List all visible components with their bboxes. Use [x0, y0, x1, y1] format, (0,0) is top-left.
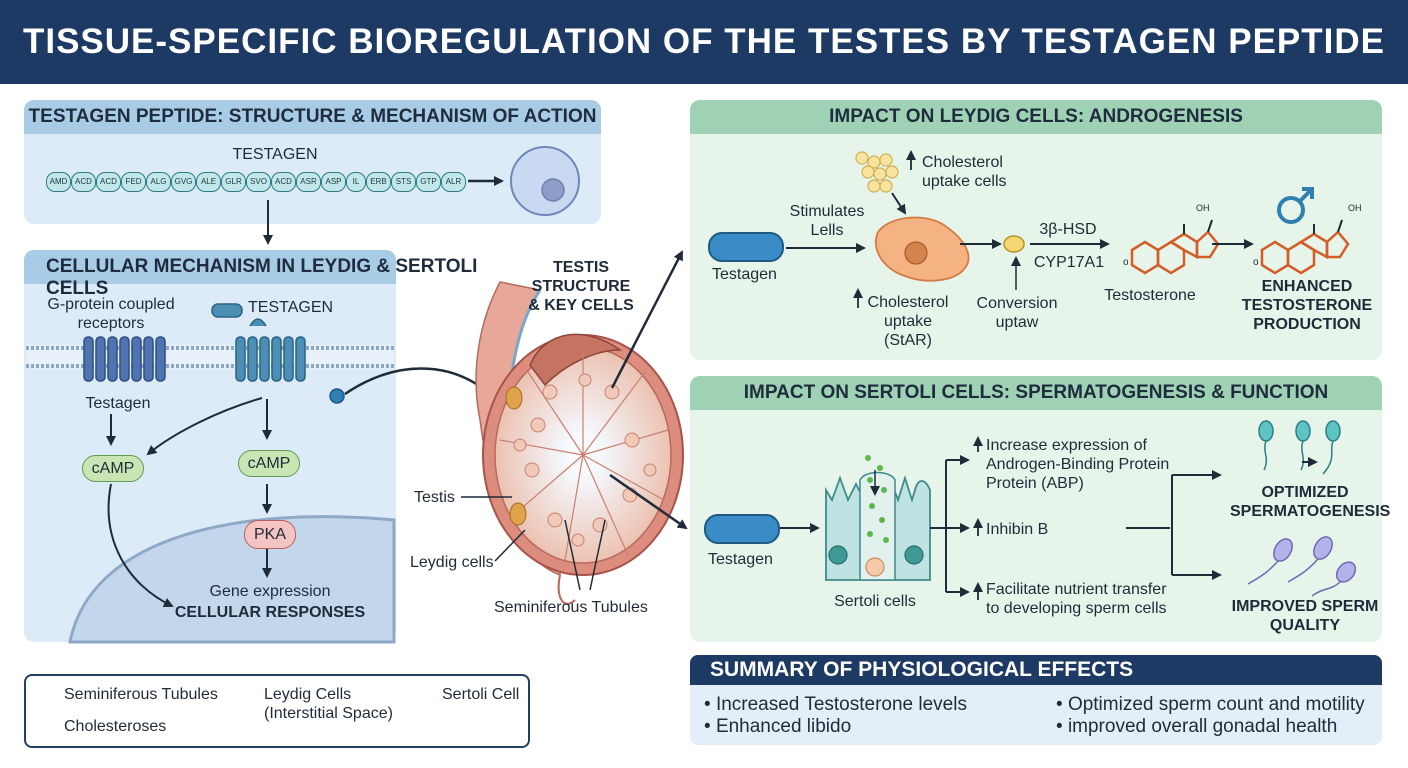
legend-leydig: Leydig Cells (Interstitial Space) — [264, 686, 393, 722]
testis-label: Testis — [414, 489, 455, 506]
summary-item: • improved overall gonadal health — [1056, 716, 1338, 737]
structure-panel-title: TESTAGEN PEPTIDE: STRUCTURE & MECHANISM … — [28, 106, 597, 127]
outcome-sperm-quality: IMPROVED SPERM QUALITY — [1231, 598, 1379, 634]
gpcr-receptor-left — [83, 336, 166, 382]
legend-cholesterol: Cholesteroses — [64, 718, 167, 735]
nucleus-region — [68, 515, 396, 644]
leydig-panel: IMPACT ON LEYDIG CELLS: ANDROGENESIS — [690, 100, 1382, 360]
pka-badge: PKA — [244, 520, 296, 549]
cholesterol-cluster-icon — [855, 151, 899, 193]
testosterone-molecule — [1130, 219, 1220, 275]
stimulates-label: Stimulates Lells — [789, 203, 865, 239]
camp-right: cAMP — [238, 450, 300, 477]
cholesterol-bottom-label: Cholesterol uptake (StAR) — [867, 294, 949, 349]
gpcr-label: G-protein coupled receptors — [47, 296, 175, 332]
leydig-panel-title: IMPACT ON LEYDIG CELLS: ANDROGENESIS — [829, 106, 1243, 127]
o-label-1: o — [1123, 257, 1129, 268]
amino-acid-bead: STS — [391, 172, 416, 192]
summary-panel: SUMMARY OF PHYSIOLOGICAL EFFECTS • Incre… — [690, 655, 1382, 745]
effect-abp: Increase expression of Androgen-Binding … — [986, 437, 1170, 492]
leydig-label: Leydig cells — [410, 554, 494, 571]
oh-label-1: OH — [1196, 203, 1210, 213]
amino-acid-bead: ERB — [366, 172, 391, 192]
male-symbol-icon — [1277, 187, 1314, 224]
testagen-capsule-leydig — [708, 232, 784, 262]
legend-sertoli: Sertoli Cell — [442, 686, 520, 703]
amino-acid-bead: GLR — [221, 172, 246, 192]
testis-title: TESTIS STRUCTURE & KEY CELLS — [528, 259, 634, 314]
cell-membrane — [26, 345, 394, 369]
amino-acid-bead: GVG — [171, 172, 196, 192]
summary-item-text: Optimized sperm count and motility — [1067, 694, 1365, 715]
amino-acid-bead: AMD — [46, 172, 71, 192]
target-cell-icon — [510, 146, 580, 216]
sertoli-cells-label: Sertoli cells — [834, 593, 916, 610]
cellular-panel-title: CELLULAR MECHANISM IN LEYDIG & SERTOLI C… — [46, 256, 478, 299]
summary-item-text: Enhanced libido — [715, 716, 852, 737]
amino-acid-bead: ALG — [146, 172, 171, 192]
page-title: TISSUE-SPECIFIC BIOREGULATION OF THE TES… — [22, 22, 1386, 61]
testagen-ligand — [211, 303, 243, 318]
amino-acid-bead: ALE — [196, 172, 221, 192]
camp-left: cAMP — [82, 455, 144, 482]
amino-acid-bead: SVO — [246, 172, 271, 192]
enhanced-label: ENHANCED TESTOSTERONE PRODUCTION — [1241, 278, 1373, 333]
legend-tubules: Seminiferous Tubules — [64, 686, 218, 703]
sperm-icons-top — [1258, 420, 1341, 475]
binding-site — [249, 318, 267, 327]
structure-panel: TESTAGEN PEPTIDE: STRUCTURE & MECHANISM … — [24, 100, 601, 224]
tubules-label: Seminiferous Tubules — [494, 599, 648, 616]
conversion-label: Conversion uptaw — [976, 295, 1058, 331]
leydig-testagen-label: Testagen — [712, 266, 777, 283]
summary-item: • Increased Testosterone levels — [704, 694, 967, 715]
gene-expression-label: Gene expression — [209, 583, 331, 600]
effect-nutrient: Facilitate nutrient transfer to developi… — [986, 581, 1167, 617]
enzyme-3bhsd: 3β-HSD — [1039, 221, 1097, 238]
sertoli-panel-title: IMPACT ON SERTOLI CELLS: SPERMATOGENESIS… — [743, 382, 1329, 403]
summary-item-text: Increased Testosterone levels — [715, 694, 967, 715]
oh-label-2: OH — [1348, 203, 1362, 213]
cholesterol-top-label: Cholesterol uptake cells — [922, 154, 1007, 190]
enzyme-cyp17a1: CYP17A1 — [1033, 254, 1105, 271]
gpcr-receptor-right — [235, 336, 306, 382]
amino-acid-bead: ACD — [271, 172, 296, 192]
amino-acid-bead: FED — [121, 172, 146, 192]
amino-acid-bead: IL — [346, 172, 366, 192]
amino-acid-bead: ACD — [71, 172, 96, 192]
amino-acid-bead: GTP — [416, 172, 441, 192]
mitochondria-icon — [1003, 235, 1025, 253]
summary-item-text: improved overall gonadal health — [1067, 716, 1338, 737]
effect-inhibin: Inhibin B — [986, 521, 1049, 538]
title-bar: TISSUE-SPECIFIC BIOREGULATION OF THE TES… — [0, 0, 1408, 84]
testagen-capsule-sertoli — [704, 514, 780, 544]
enhanced-testosterone-molecule — [1260, 219, 1350, 275]
o-label-2: o — [1253, 257, 1259, 268]
testosterone-label: Testosterone — [1104, 287, 1196, 304]
testagen-label: TESTAGEN — [248, 299, 334, 316]
peptide-label: TESTAGEN — [232, 146, 318, 163]
amino-acid-bead: ALR — [441, 172, 466, 192]
amino-acid-bead: ASP — [321, 172, 346, 192]
outcome-spermatogenesis: OPTIMIZED SPERMATOGENESIS — [1230, 484, 1391, 520]
testis-illustration — [475, 281, 684, 605]
sertoli-cell-icon — [825, 455, 931, 581]
sperm-icons-bottom — [1247, 536, 1357, 597]
testagen-small-label: Testagen — [85, 395, 151, 412]
legend — [24, 674, 530, 748]
sertoli-testagen-label: Testagen — [708, 551, 773, 568]
amino-acid-bead: ASR — [296, 172, 321, 192]
amino-acid-bead: ACD — [96, 172, 121, 192]
summary-item: • Optimized sperm count and motility — [1056, 694, 1365, 715]
cellular-responses-label: CELLULAR RESPONSES — [174, 604, 366, 621]
summary-title: SUMMARY OF PHYSIOLOGICAL EFFECTS — [710, 658, 1134, 681]
summary-item: • Enhanced libido — [704, 716, 852, 737]
